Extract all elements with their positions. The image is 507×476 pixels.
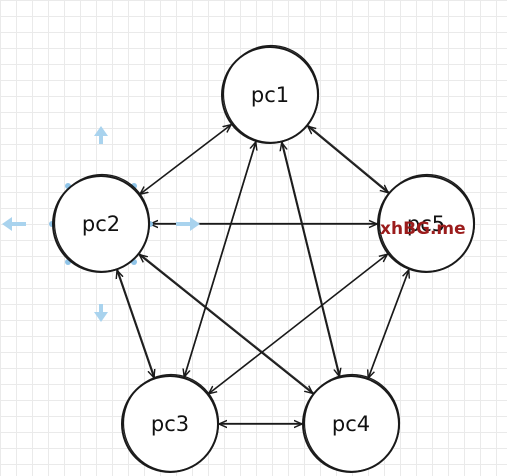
node-circle-sketch <box>53 173 151 273</box>
move-right-handle-icon[interactable] <box>176 217 200 231</box>
node-pc5[interactable]: pc5 <box>377 173 476 273</box>
node-pc1[interactable]: pc1 <box>221 44 320 144</box>
edge-sketch-stroke <box>282 141 341 376</box>
move-down-handle-icon[interactable] <box>94 304 108 322</box>
node-circle-sketch <box>122 373 220 473</box>
move-left-handle-icon[interactable] <box>2 217 26 231</box>
node-label: pc5 <box>407 212 445 236</box>
edge-pc2-pc3[interactable] <box>117 270 154 377</box>
node-pc4[interactable]: pc4 <box>302 373 401 473</box>
node-label: pc4 <box>332 412 370 436</box>
node-circle-sketch <box>378 173 476 273</box>
edge-pc1-pc4[interactable] <box>282 143 340 377</box>
node-label: pc1 <box>251 83 289 107</box>
nodes-layer: pc1 pc2 pc3 pc4 pc5 <box>52 44 476 473</box>
edge-sketch-stroke <box>308 125 390 193</box>
node-pc2[interactable]: pc2 <box>52 173 151 273</box>
node-pc3[interactable]: pc3 <box>121 373 220 473</box>
edge-sketch-stroke <box>139 253 314 393</box>
edge-pc1-pc3[interactable] <box>184 142 256 377</box>
node-label: pc2 <box>82 212 120 236</box>
edge-pc1-pc5[interactable] <box>308 126 388 193</box>
node-label: pc3 <box>151 412 189 436</box>
watermark-text: xhBG.me <box>380 219 466 239</box>
edge-sketch-stroke <box>209 253 389 394</box>
node-circle-sketch <box>303 373 401 473</box>
edges-layer <box>117 123 410 424</box>
edge-sketch-stroke <box>368 268 410 378</box>
edge-sketch-stroke <box>140 123 233 194</box>
edge-sketch-stroke <box>117 269 156 378</box>
node-circle-sketch <box>222 44 320 144</box>
edge-sketch-stroke <box>184 140 257 377</box>
edge-pc2-pc4[interactable] <box>139 255 312 394</box>
move-up-handle-icon[interactable] <box>94 126 108 144</box>
edge-pc4-pc5[interactable] <box>368 270 409 378</box>
